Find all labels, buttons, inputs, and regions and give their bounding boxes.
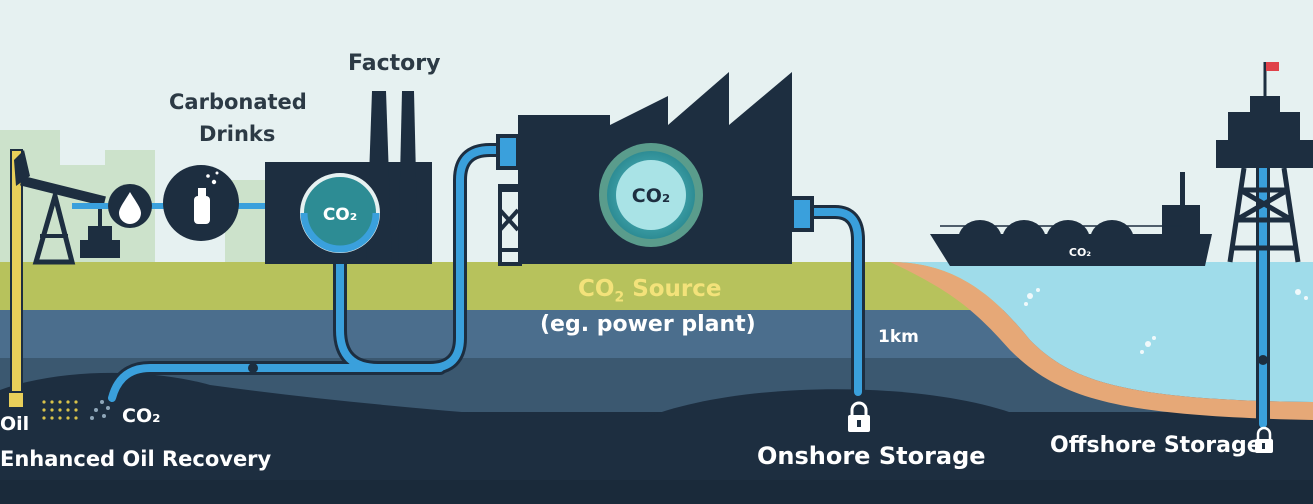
factory-co2-badge: CO₂ [300, 173, 380, 253]
enhanced-oil-recovery-label: Enhanced Oil Recovery [0, 447, 272, 471]
factory-label: Factory [348, 51, 441, 76]
onshore-lock-icon [848, 401, 870, 432]
sea [890, 262, 1313, 402]
carbonated-drinks-icon [163, 165, 239, 241]
depth-label: 1km [878, 327, 919, 347]
co2-source-title: CO2 Source [578, 276, 722, 306]
seabed [890, 262, 1313, 420]
pipe-connector [496, 134, 520, 170]
ship-co2-text: CO₂ [1069, 246, 1091, 259]
co2-source-title-co: CO [578, 276, 615, 302]
co2-source-title-rest: Source [624, 276, 722, 302]
source-co2-badge: CO₂ [599, 143, 703, 247]
sea-bubbles [1024, 288, 1308, 354]
carbonated-drinks-label-line2: Drinks [199, 122, 276, 146]
co2-source-example: (eg. power plant) [540, 312, 756, 337]
offshore-platform [1216, 62, 1313, 263]
carbonated-drinks-label-line1: Carbonated [169, 90, 307, 114]
oil-drop-icon [108, 184, 152, 228]
pipe-connector [790, 196, 814, 232]
co2-particles [90, 400, 110, 420]
co2-source-title-sub: 2 [614, 289, 625, 306]
oil-droplets [42, 400, 78, 420]
eor-co2-label: CO₂ [122, 405, 161, 427]
pipe-valve [248, 363, 258, 373]
factory-co2-text: CO₂ [323, 205, 357, 225]
oil-label: Oil [0, 413, 30, 435]
oil-well-bottom [7, 391, 25, 409]
pipe-valve [1258, 355, 1268, 365]
platform-flag [1266, 62, 1279, 71]
co2-tanker-ship: CO₂ [930, 172, 1212, 266]
offshore-lock-icon [1255, 426, 1273, 453]
oil-reservoir [0, 372, 540, 504]
onshore-reservoir [640, 389, 1030, 504]
pumpjack-icon [14, 150, 120, 265]
co2-pipes [108, 146, 1267, 428]
offshore-storage-label: Offshore Storage [1050, 433, 1262, 458]
bedrock [0, 480, 1313, 504]
onshore-storage-label: Onshore Storage [757, 442, 986, 470]
oil-well-shaft [10, 149, 23, 396]
source-co2-text: CO₂ [632, 185, 670, 207]
